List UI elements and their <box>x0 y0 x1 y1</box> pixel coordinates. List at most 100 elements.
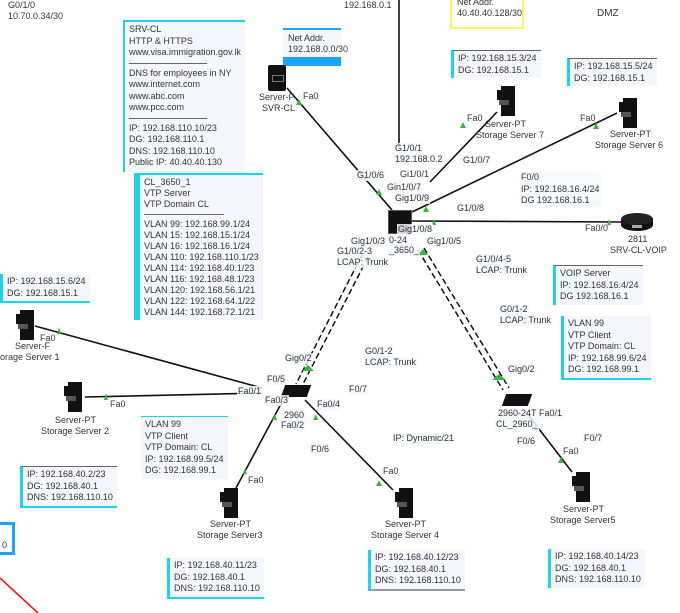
note-line: DNS: 192.168.110.10 <box>129 145 215 156</box>
port-label: Fa0 <box>580 113 596 123</box>
note-storage6: IP: 192.168.15.5/24 DG: 192.168.15.1 <box>567 58 657 86</box>
divider <box>129 62 208 64</box>
link-up-indicator <box>376 189 382 195</box>
port-label: Gig0/2 <box>507 364 536 375</box>
note-line: DG: 192.168.15.1 <box>458 64 530 75</box>
note-line: IP: 192.168.40.14/23 <box>555 551 639 561</box>
device-label: Storage Server 7 <box>476 130 545 140</box>
device-label: SRV-CL-VOIP <box>610 245 667 255</box>
link-up-indicator <box>492 374 506 380</box>
link-storage2-swl <box>84 392 263 398</box>
trunk-label: LCAP: Trunk <box>364 357 418 368</box>
device-label: Server-PT <box>210 519 252 529</box>
device-label: CL_2960_ <box>495 419 539 430</box>
note-storage3: IP: 192.168.40.11/23 DG: 192.168.40.1 DN… <box>167 558 264 599</box>
note-line: VLAN 110: 192.168.110.1/23 <box>144 252 259 262</box>
note-line: DNS: 192.168.110.10 <box>555 574 641 584</box>
note-cl-3650: CL_3650_1 VTP Server VTP Domain CL VLAN … <box>134 173 263 320</box>
link-storage7-core <box>429 111 498 183</box>
note-line: VLAN 144: 192.168.72.1/21 <box>144 307 256 317</box>
port-label: F0/6 <box>310 444 331 455</box>
note-line: IP: 192.168.15.6/24 <box>7 276 86 286</box>
port-label: Fa0/2 <box>280 420 306 431</box>
note-line: IP: 192.168.16.4/24 <box>521 183 600 194</box>
note-line: Public IP: 40.40.40.130 <box>129 157 223 167</box>
port-label: Fa0 <box>467 113 483 123</box>
device-label: _3650_ <box>388 245 421 256</box>
note-line: DG: 192.168.99.1 <box>145 465 217 475</box>
link-storage1-swl <box>34 325 263 389</box>
port-label: Gig1/0/3 <box>350 236 387 247</box>
trunk-left-a <box>295 254 363 385</box>
red-line <box>0 577 39 613</box>
port-label: G1/0/7 <box>462 155 492 166</box>
device-label: Server-P <box>259 92 295 102</box>
trunk-label: G1/0/4-5 <box>475 254 513 265</box>
port-label: G1/0/6 <box>356 170 386 181</box>
trunk-label: G1/0/2-3 <box>336 246 374 257</box>
port-label: F0/7 <box>583 433 604 444</box>
port-label: Fa0 <box>248 475 264 485</box>
net-addr-dmz-box: Net Addr. 40.40.40.128/30 <box>450 0 524 29</box>
note-line: IP: 192.168.99.6/24 <box>568 352 647 363</box>
port-label: F0/5 <box>266 374 287 385</box>
device-label: 2960-24T <box>497 408 538 419</box>
link-up-indicator <box>607 219 611 225</box>
note-line: VLAN 120: 192.168.56.1/21 <box>144 285 256 295</box>
note-srv-cl: SRV-CL HTTP & HTTPS www.visa.immigration… <box>123 20 245 172</box>
trunk-right-b <box>423 247 510 389</box>
note-line: 0 <box>2 540 8 550</box>
port-label: Gig1/0/5 <box>426 236 463 247</box>
note-line: CL_3650_1 <box>144 177 191 187</box>
note-line: VTP Domain: CL <box>568 341 636 351</box>
device-label: Server-PT <box>610 129 652 139</box>
device-label: 2960 <box>283 410 306 421</box>
note-line: VTP Server <box>144 188 191 198</box>
trunk-label: LCAP: Trunk <box>336 257 390 268</box>
link-up-indicator <box>432 219 436 225</box>
port-label: Fa0/4 <box>316 399 342 410</box>
server-icon[interactable] <box>617 96 641 132</box>
note-vlan99-right: VLAN 99 VTP Client VTP Domain: CL IP: 19… <box>561 316 651 380</box>
trunk-label: G0/1-2 <box>499 304 529 315</box>
note-storage1: IP: 192.168.15.6/24 DG: 192.168.15.1 <box>0 274 90 303</box>
note-storage2: IP: 192.168.40.2/23 DG: 192.168.40.1 DNS… <box>20 466 117 508</box>
note-line: VLAN 122: 192.168.64.1/22 <box>144 296 256 306</box>
port-label: Gig1/0/8 <box>397 224 434 235</box>
note-storage7: IP: 192.168.15.3/24 DG: 192.168.15.1 <box>451 50 541 78</box>
port-label: Gig0/2 <box>284 353 313 364</box>
port-label: F0/7 <box>348 384 369 395</box>
note-line: VLAN 99 <box>145 419 182 429</box>
link-svrcl-core <box>286 87 393 211</box>
net-addr-lan-box: Net Addr. 192.168.0.0/30 <box>283 28 348 68</box>
trunk-left-b <box>301 256 369 387</box>
server-icon[interactable] <box>570 470 594 506</box>
divider <box>129 117 208 119</box>
note-line: VTP Domain CL <box>144 199 209 209</box>
note-line: DG 192.168.16.1 <box>560 291 629 301</box>
server-icon[interactable] <box>393 486 417 522</box>
router-icon[interactable] <box>620 212 654 234</box>
server-icon[interactable] <box>268 65 286 91</box>
port-label: Fa0 <box>303 91 319 101</box>
top-ip-cut: 192.168.0.1 <box>344 0 392 10</box>
note-line: DG: 192.168.15.1 <box>574 72 646 83</box>
top-left-iface: G0/1/0 <box>8 0 36 10</box>
note-line: DNS: 192.168.110.10 <box>375 575 461 585</box>
note-line: DG 192.168.16.1 <box>521 195 590 205</box>
server-icon[interactable] <box>495 84 519 120</box>
note-line: SRV-CL <box>129 24 162 34</box>
port-label: 192.168.0.2 <box>394 154 444 165</box>
device-label: Server-PT <box>485 119 527 129</box>
server-icon[interactable] <box>14 308 38 344</box>
net-addr-lan-value: 192.168.0.0/30 <box>288 44 349 54</box>
port-label: Fa0 <box>40 333 56 343</box>
device-label: Storage Server 4 <box>371 530 440 540</box>
note-line: DNS: 192.168.110.10 <box>174 583 260 593</box>
link-router-core <box>409 220 623 223</box>
note-line: IP: 192.168.15.5/24 <box>574 61 653 71</box>
switch-2960-right-icon[interactable] <box>501 394 533 406</box>
net-addr-lan-title: Net Addr. <box>288 33 326 43</box>
server-icon[interactable] <box>218 486 242 522</box>
server-icon[interactable] <box>62 380 86 416</box>
